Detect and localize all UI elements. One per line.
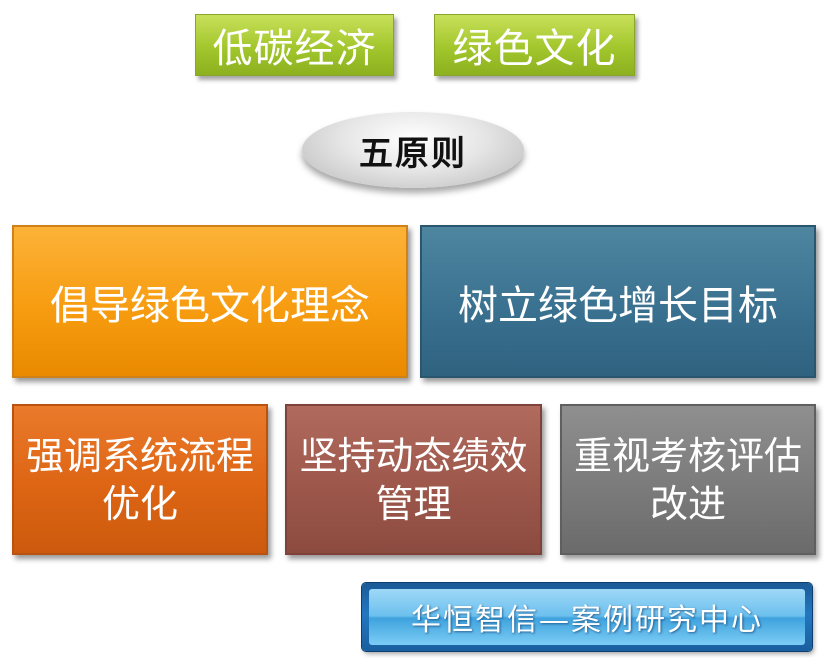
principle-box-4: 坚持动态绩效管理 [285,404,542,555]
tag-green-culture: 绿色文化 [434,14,635,76]
source-banner: 华恒智信—案例研究中心 [362,583,812,651]
principle-box-1: 倡导绿色文化理念 [12,225,408,378]
tag-low-carbon-economy: 低碳经济 [195,14,394,76]
principle-label-5: 重视考核评估改进 [574,433,803,526]
principle-box-2: 树立绿色增长目标 [420,225,816,378]
center-title: 五原则 [359,133,467,174]
principle-box-5: 重视考核评估改进 [560,404,816,555]
center-title-pill: 五原则 [302,112,524,188]
principle-label-2: 树立绿色增长目标 [458,282,778,329]
principle-label-3: 强调系统流程优化 [26,433,255,526]
principle-label-4: 坚持动态绩效管理 [299,433,528,526]
principle-box-3: 强调系统流程优化 [12,404,268,555]
principle-label-1: 倡导绿色文化理念 [50,282,370,329]
source-banner-text: 华恒智信—案例研究中心 [369,589,805,645]
